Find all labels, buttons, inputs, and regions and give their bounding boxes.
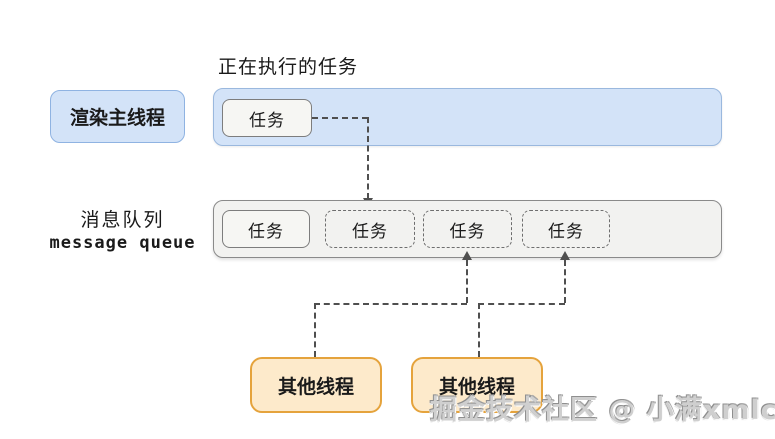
queue-task-1-label: 任务: [248, 221, 284, 242]
executing-task-label: 任务: [249, 110, 285, 131]
connector-thread1-vertical-upper: [466, 260, 468, 303]
queue-task-2: 任务: [325, 210, 415, 248]
connector-thread1-horizontal: [314, 303, 467, 305]
arrowhead-up-icon: [560, 251, 570, 260]
connector-thread2-vertical-lower: [478, 303, 480, 357]
render-main-thread-box: 渲染主线程: [50, 90, 185, 143]
render-main-thread-label: 渲染主线程: [69, 107, 165, 129]
other-thread-2-label: 其他线程: [438, 375, 515, 398]
other-thread-box-1: 其他线程: [250, 357, 382, 413]
message-queue-label-zh: 消息队列: [80, 209, 165, 231]
queue-task-1: 任务: [222, 210, 310, 248]
connector-thread1-vertical-lower: [314, 303, 316, 357]
queue-task-4: 任务: [522, 210, 610, 248]
queue-task-3: 任务: [423, 210, 512, 248]
watermark-text: 掘金技术社区 @ 小满xmlc: [430, 395, 775, 426]
other-thread-box-2: 其他线程: [411, 357, 543, 413]
connector-thread2-vertical-upper: [564, 260, 566, 303]
arrowhead-up-icon: [462, 251, 472, 260]
queue-task-3-label: 任务: [449, 221, 486, 242]
connector-exec-vertical: [367, 117, 369, 199]
queue-task-4-label: 任务: [548, 221, 584, 242]
message-queue-label: 消息队列 message queue: [30, 209, 215, 254]
message-queue-label-en: message queue: [49, 232, 196, 253]
connector-exec-horizontal: [312, 117, 368, 119]
queue-task-2-label: 任务: [352, 221, 388, 242]
executing-task-title: 正在执行的任务: [218, 56, 359, 78]
other-thread-1-label: 其他线程: [277, 375, 354, 398]
executing-task-box: 任务: [222, 99, 312, 137]
connector-thread2-horizontal: [478, 303, 565, 305]
